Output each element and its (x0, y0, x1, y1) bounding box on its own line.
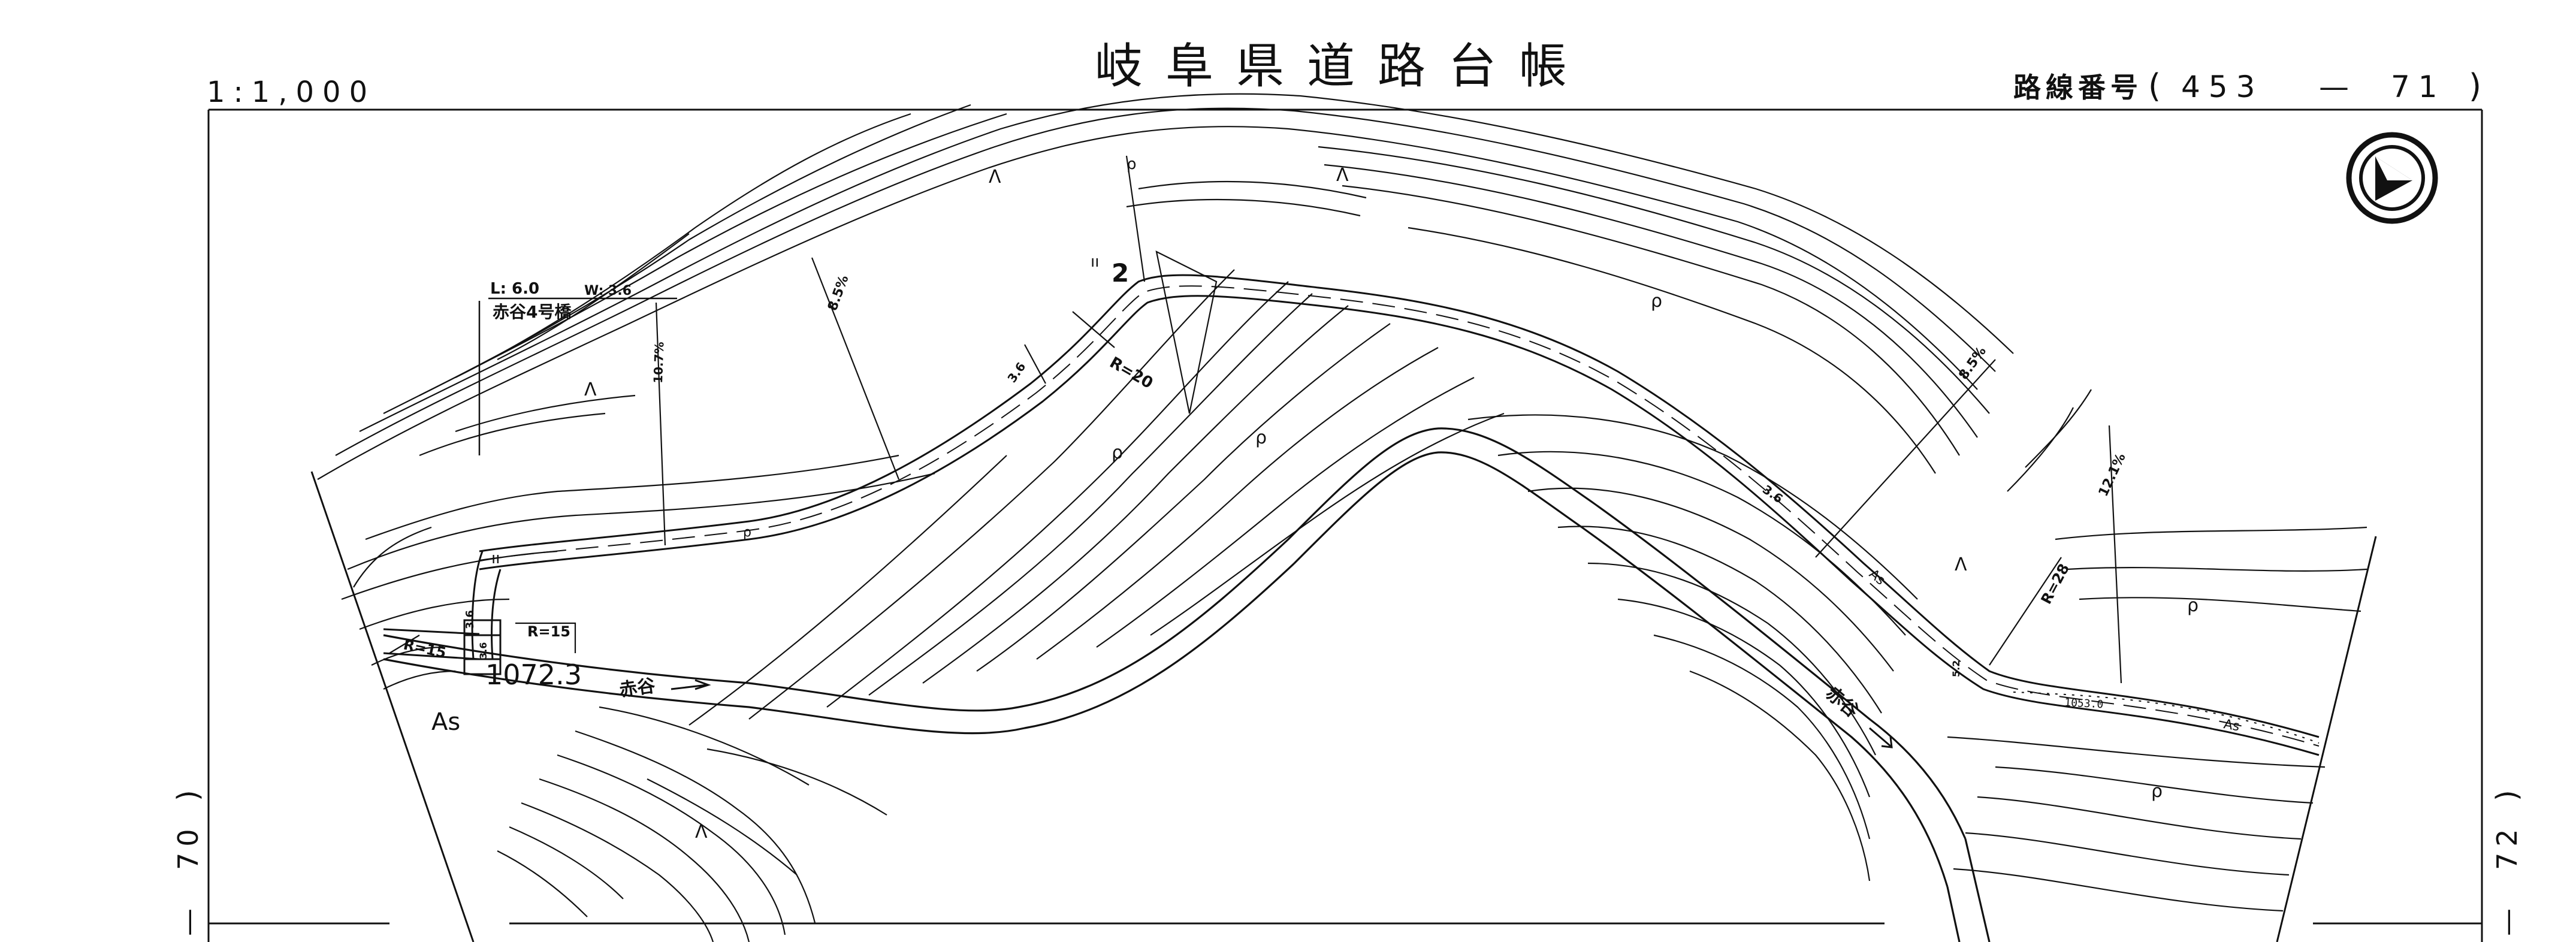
broadleaf-symbol: ρ (1112, 442, 1123, 463)
coniferous-symbol: Λ (1955, 554, 1967, 575)
left-sheet-paren: ) (171, 790, 205, 801)
grade-85-b: 8.5% (1956, 344, 1989, 382)
broadleaf-symbol: ρ (743, 525, 751, 540)
bridge-callout: L: 6.0 W: 3.6 赤谷4号橋 (478, 280, 677, 455)
scale-label: 1:1,000 (207, 76, 376, 109)
bridge-name: 赤谷4号橋 (493, 302, 572, 322)
grade-107: 10.7% (651, 342, 666, 384)
bridge-symbol (463, 619, 502, 675)
road-width-a: 3.6 (1004, 360, 1028, 385)
leader-lines (389, 155, 2122, 684)
grass-symbol: ıı (1091, 253, 1099, 271)
river-label-left: 赤谷 (618, 675, 656, 701)
pavement-right: As (2222, 717, 2240, 734)
north-arrow-icon (2346, 132, 2438, 224)
vertical-mark-b: 5.2 (1950, 660, 1962, 677)
coniferous-symbol: Λ (584, 379, 597, 400)
right-sheet-number: 72 (2491, 823, 2523, 870)
broadleaf-symbol: ρ (1255, 427, 1267, 448)
curve-number: 2 (1112, 258, 1129, 288)
grass-symbol: ıı (491, 550, 500, 567)
right-sheet-ref: — 72 ) (2490, 790, 2524, 936)
bridge-length: L: 6.0 (490, 280, 539, 298)
river-label-right: 赤谷 (1822, 683, 1862, 721)
left-sheet-ref: — 70 ) (171, 790, 205, 936)
broadleaf-symbol: ρ (1127, 155, 1137, 173)
river-flow-arrow-left (671, 679, 711, 690)
vegetation-symbols: Λ Λ Λ Λ Λ ρ ρ ρ ρ ρ ρ ρ ıı ıı (491, 155, 2198, 843)
map-annotations: 1072.3 1053.0 赤谷 赤谷 R=15 R=15 R=20 R=28 … (402, 258, 2240, 748)
pavement-left: As (431, 708, 460, 736)
elevation-right: 1053.0 (2064, 696, 2104, 711)
contour-lines (317, 93, 2367, 942)
broadleaf-symbol: ρ (2187, 595, 2198, 616)
coniferous-symbol: Λ (989, 167, 1001, 188)
coniferous-symbol: Λ (695, 822, 708, 843)
curve-radius-20: R=20 (1107, 354, 1156, 393)
road-route-453 (383, 274, 2320, 756)
grade-121: 12.1% (2096, 451, 2129, 499)
coniferous-symbol: Λ (1336, 165, 1349, 186)
curve-radius-15-b: R=15 (527, 623, 570, 640)
curve-radius-15-a: R=15 (402, 636, 448, 661)
river-flow-arrow-right (1869, 727, 1893, 748)
broadleaf-symbol: ρ (2151, 781, 2163, 802)
bridge-width: W: 3.6 (584, 283, 632, 298)
route-label: 路線番号 (2013, 71, 2143, 104)
survey-boundary (310, 471, 2377, 942)
river-akadani (383, 427, 1991, 942)
route-close-paren: ) (2469, 67, 2481, 105)
vertical-mark-a: 3.6 (478, 642, 489, 659)
route-open-paren: ( (2148, 67, 2161, 105)
right-sheet-dash: — (2491, 908, 2523, 936)
road-width-c: 3.6 (464, 610, 476, 629)
route-number: 路線番号 ( 453 — 71 ) (2013, 67, 2481, 105)
right-sheet-paren: ) (2490, 790, 2524, 801)
broadleaf-symbol: ρ (1651, 291, 1662, 312)
page-title: 岐阜県道路台帳 (1095, 38, 1590, 94)
left-sheet-number: 70 (172, 823, 204, 870)
route-section-number: 71 (2391, 70, 2446, 104)
elevation-left: 1072.3 (485, 659, 582, 691)
left-sheet-dash: — (172, 908, 204, 936)
route-dash: — (2319, 70, 2349, 104)
grade-85-a: 8.5% (825, 273, 851, 313)
route-main-number: 453 (2181, 70, 2263, 104)
pavement-mid: As (1866, 566, 1888, 588)
